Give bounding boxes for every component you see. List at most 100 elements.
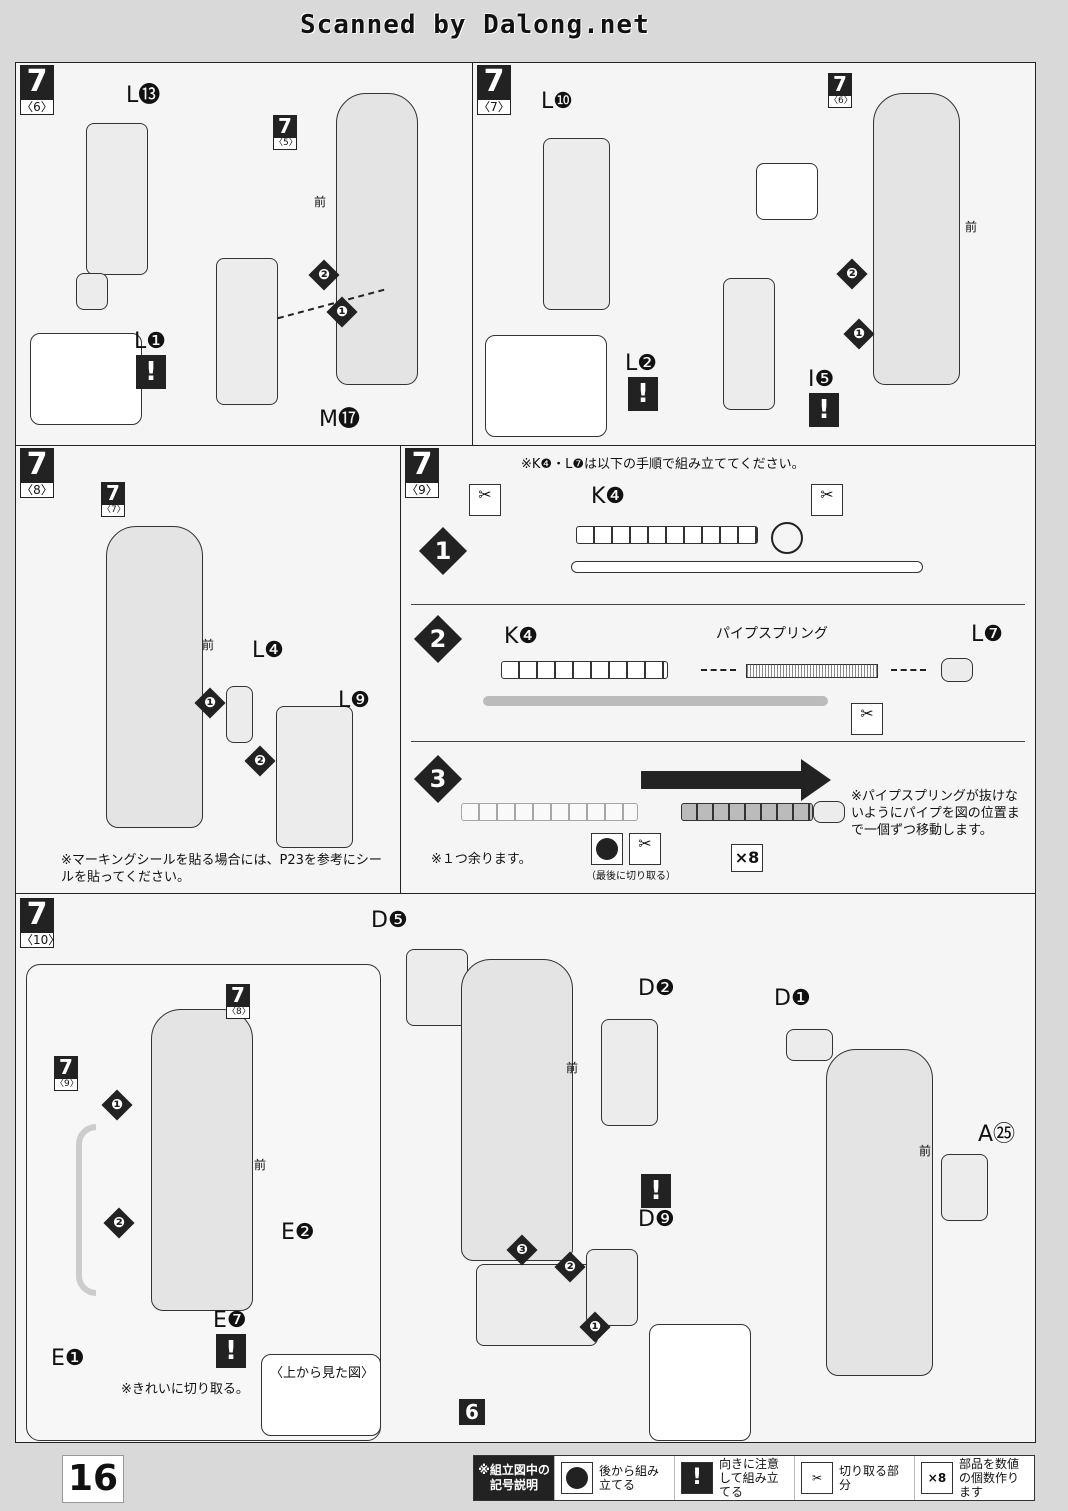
ref-sub-step: 〈9〉 [54, 1078, 79, 1091]
ref-step-number: 7 [273, 115, 297, 137]
front-label: 前 [202, 638, 215, 652]
front-label: 前 [254, 1158, 267, 1172]
step-number: 7 [20, 448, 54, 482]
part-label: K❹ [591, 484, 626, 509]
part-label: L❹ [252, 638, 284, 663]
ref-step-badge: 7〈7〉 [101, 482, 126, 517]
leg-frame-figure [476, 1264, 598, 1346]
front-label: 前 [314, 195, 327, 209]
part-label: I❺ [808, 367, 835, 392]
ref-sub-step: 〈8〉 [226, 1006, 251, 1019]
step-badge: 7〈9〉 [405, 448, 439, 498]
ref-step-number: 7 [828, 73, 852, 95]
moved-pipe-parts [681, 803, 813, 821]
step-badge: 7〈10〉 [20, 898, 60, 948]
ref-step-number: 7 [54, 1056, 78, 1078]
insert-arrow [701, 669, 736, 671]
part-label: L❿ [541, 89, 573, 114]
part-label: E❷ [281, 1220, 315, 1245]
part-label: M⓱ [319, 407, 360, 432]
part-a25-figure [941, 1154, 988, 1221]
nipper-icon: ✂ [469, 484, 501, 516]
legend-item: ✂切り取る部分 [794, 1456, 914, 1500]
order-marker: ❶ [843, 318, 875, 350]
nipper-icon: ✂ [811, 484, 843, 516]
hose-figure [76, 1124, 96, 1296]
divider [411, 604, 1025, 605]
insert-arrow [891, 669, 926, 671]
cap-figure [813, 801, 845, 823]
ref-step-number: 7 [226, 984, 250, 1006]
sub-step: 〈9〉 [405, 482, 439, 498]
ref-sub-step: 〈6〉 [828, 95, 853, 108]
step-number: 7 [20, 65, 54, 99]
sub-step: 〈6〉 [20, 99, 54, 115]
legend-item: 後から組み立てる [554, 1456, 674, 1500]
step-7-10-panel: 7〈10〉 7〈8〉 7〈9〉 ❶ ❷ 前 E❷ E❼ E❶ ! ※きれいに切り… [15, 893, 1036, 1443]
page-number: 16 [62, 1455, 124, 1503]
step-7-6-panel: 7〈6〉 7〈5〉 L⓭ L❶ ! M⓱ 前 ❷ ❶ [15, 62, 473, 446]
body-assembly-figure [336, 93, 418, 385]
direction-arrow [641, 759, 831, 801]
body-assembly-figure [151, 1009, 253, 1311]
detail-callout [649, 1324, 751, 1441]
order-marker: ❷ [554, 1251, 586, 1283]
ref-step-badge: 7〈6〉 [828, 73, 853, 108]
body-assembly-figure [873, 93, 960, 385]
caution-icon: ! [136, 355, 166, 389]
symbol-legend: ※組立図中の記号説明 後から組み立てる !向きに注意して組み立てる ✂切り取る部… [473, 1455, 1035, 1501]
ref-step-badge: 7〈8〉 [226, 984, 251, 1019]
step-badge: 7〈8〉 [20, 448, 54, 498]
front-label: 前 [965, 220, 978, 234]
runner [483, 696, 828, 706]
step-7-9-panel: 7〈9〉 ※K❹・L❼は以下の手順で組み立ててください。 1 ✂ ✂ K❹ 2 … [400, 445, 1036, 894]
order-marker: ❶ [579, 1311, 611, 1343]
sub-step: 〈7〉 [477, 99, 511, 115]
order-marker: ❶ [194, 687, 226, 719]
spring-note: ※パイプスプリングが抜けないようにパイプを図の位置まで一個ずつ移動します。 [851, 789, 1020, 838]
caution-icon: ! [641, 1174, 671, 1208]
part-l7-figure [941, 658, 973, 682]
sub-step: 〈8〉 [20, 482, 54, 498]
caution-icon: ! [681, 1462, 713, 1494]
pipe-parts [501, 661, 668, 679]
order-marker: ❷ [836, 258, 868, 290]
part-d2-figure [601, 1019, 658, 1126]
ref-sub-step: 〈7〉 [101, 504, 126, 517]
part-l4-figure [226, 686, 253, 743]
part-d1-figure [786, 1029, 833, 1061]
part-d5-figure [406, 949, 468, 1026]
part-l9-figure [276, 706, 353, 848]
legend-label: 部品を数値の個数作ります [959, 1457, 1020, 1499]
nipper-icon: ✂ [851, 703, 883, 735]
divider [411, 741, 1025, 742]
cut-last-note: （最後に切り取る） [586, 871, 676, 882]
ref-sub-step: 〈5〉 [273, 137, 298, 150]
part-label: L❾ [338, 688, 370, 713]
step-7-8-panel: 7〈8〉 7〈7〉 L❹ L❾ 前 ❶ ❷ ※マーキングシールを貼る場合には、P… [15, 445, 401, 894]
detail-callout [756, 163, 818, 220]
nipper-icon: ✂ [801, 1462, 833, 1494]
step-7-7-panel: 7〈7〉 7〈6〉 L❿ L❷ ! I❺ ! 前 ❷ ❶ [472, 62, 1036, 446]
part-label: L❶ [134, 329, 166, 354]
legend-item: !向きに注意して組み立てる [674, 1456, 794, 1500]
substep-marker: 2 [413, 614, 463, 664]
part-label: L❼ [971, 622, 1003, 647]
nipper-icon: ✂ [629, 833, 661, 865]
legend-label: 後から組み立てる [599, 1464, 660, 1492]
body-assembly-figure [826, 1049, 933, 1376]
order-marker: ❸ [506, 1234, 538, 1266]
body-assembly-figure [461, 959, 573, 1261]
substep-marker: 3 [413, 754, 463, 804]
part-label: E❶ [51, 1346, 85, 1371]
pipe-spring-label: パイプスプリング [716, 626, 828, 642]
legend-label: 向きに注意して組み立てる [719, 1457, 780, 1499]
assemble-later-icon [591, 833, 623, 865]
multiplier-icon: ×8 [731, 844, 763, 872]
ref-step-badge: 7〈9〉 [54, 1056, 79, 1091]
legend-title: ※組立図中の記号説明 [474, 1456, 554, 1500]
top-view-label: 〈上から見た図〉 [270, 1366, 375, 1381]
order-marker: ❷ [308, 259, 340, 291]
multiplier-icon: ×8 [921, 1462, 953, 1494]
